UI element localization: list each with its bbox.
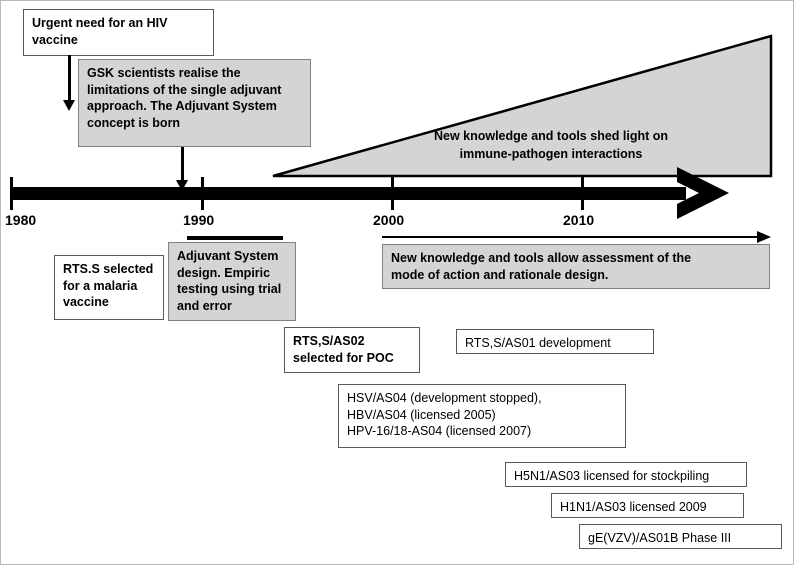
tick-1990: [201, 177, 204, 210]
growth-wedge-label: New knowledge and tools shed light on im…: [433, 129, 669, 162]
growth-wedge-shape: [271, 33, 773, 179]
box-gevzv: gE(VZV)/AS01B Phase III: [579, 524, 782, 549]
tick-label-1980: 1980: [5, 212, 37, 228]
tick-2000: [391, 177, 394, 210]
emphasis-bar: [187, 236, 283, 240]
box-gsk-realisation: GSK scientists realise the limitations o…: [78, 59, 311, 147]
timeline-axis-bar: [10, 187, 686, 200]
box-rtss-malaria: RTS.S selected for a malaria vaccine: [54, 255, 164, 320]
tick-1980: [10, 177, 13, 210]
timeline-arrowhead-icon: [673, 167, 731, 221]
box-as01-development: RTS,S/AS01 development: [456, 329, 654, 354]
box-assessment: New knowledge and tools allow assessment…: [382, 244, 770, 289]
box-as04-group: HSV/AS04 (development stopped), HBV/AS04…: [338, 384, 626, 448]
arrow-hiv-to-gsk: [63, 55, 75, 111]
box-as02-poc: RTS,S/AS02 selected for POC: [284, 327, 420, 373]
tick-label-1990: 1990: [183, 212, 215, 228]
tick-label-2010: 2010: [563, 212, 595, 228]
box-hiv-need: Urgent need for an HIV vaccine: [23, 9, 214, 56]
arrow-gsk-to-timeline: [176, 147, 188, 191]
box-h1n1: H1N1/AS03 licensed 2009: [551, 493, 744, 518]
tick-label-2000: 2000: [373, 212, 405, 228]
box-adjuvant-design: Adjuvant System design. Empiric testing …: [168, 242, 296, 321]
box-h5n1: H5N1/AS03 licensed for stockpiling: [505, 462, 747, 487]
secondary-arrow: [382, 230, 772, 246]
tick-2010: [581, 177, 584, 210]
